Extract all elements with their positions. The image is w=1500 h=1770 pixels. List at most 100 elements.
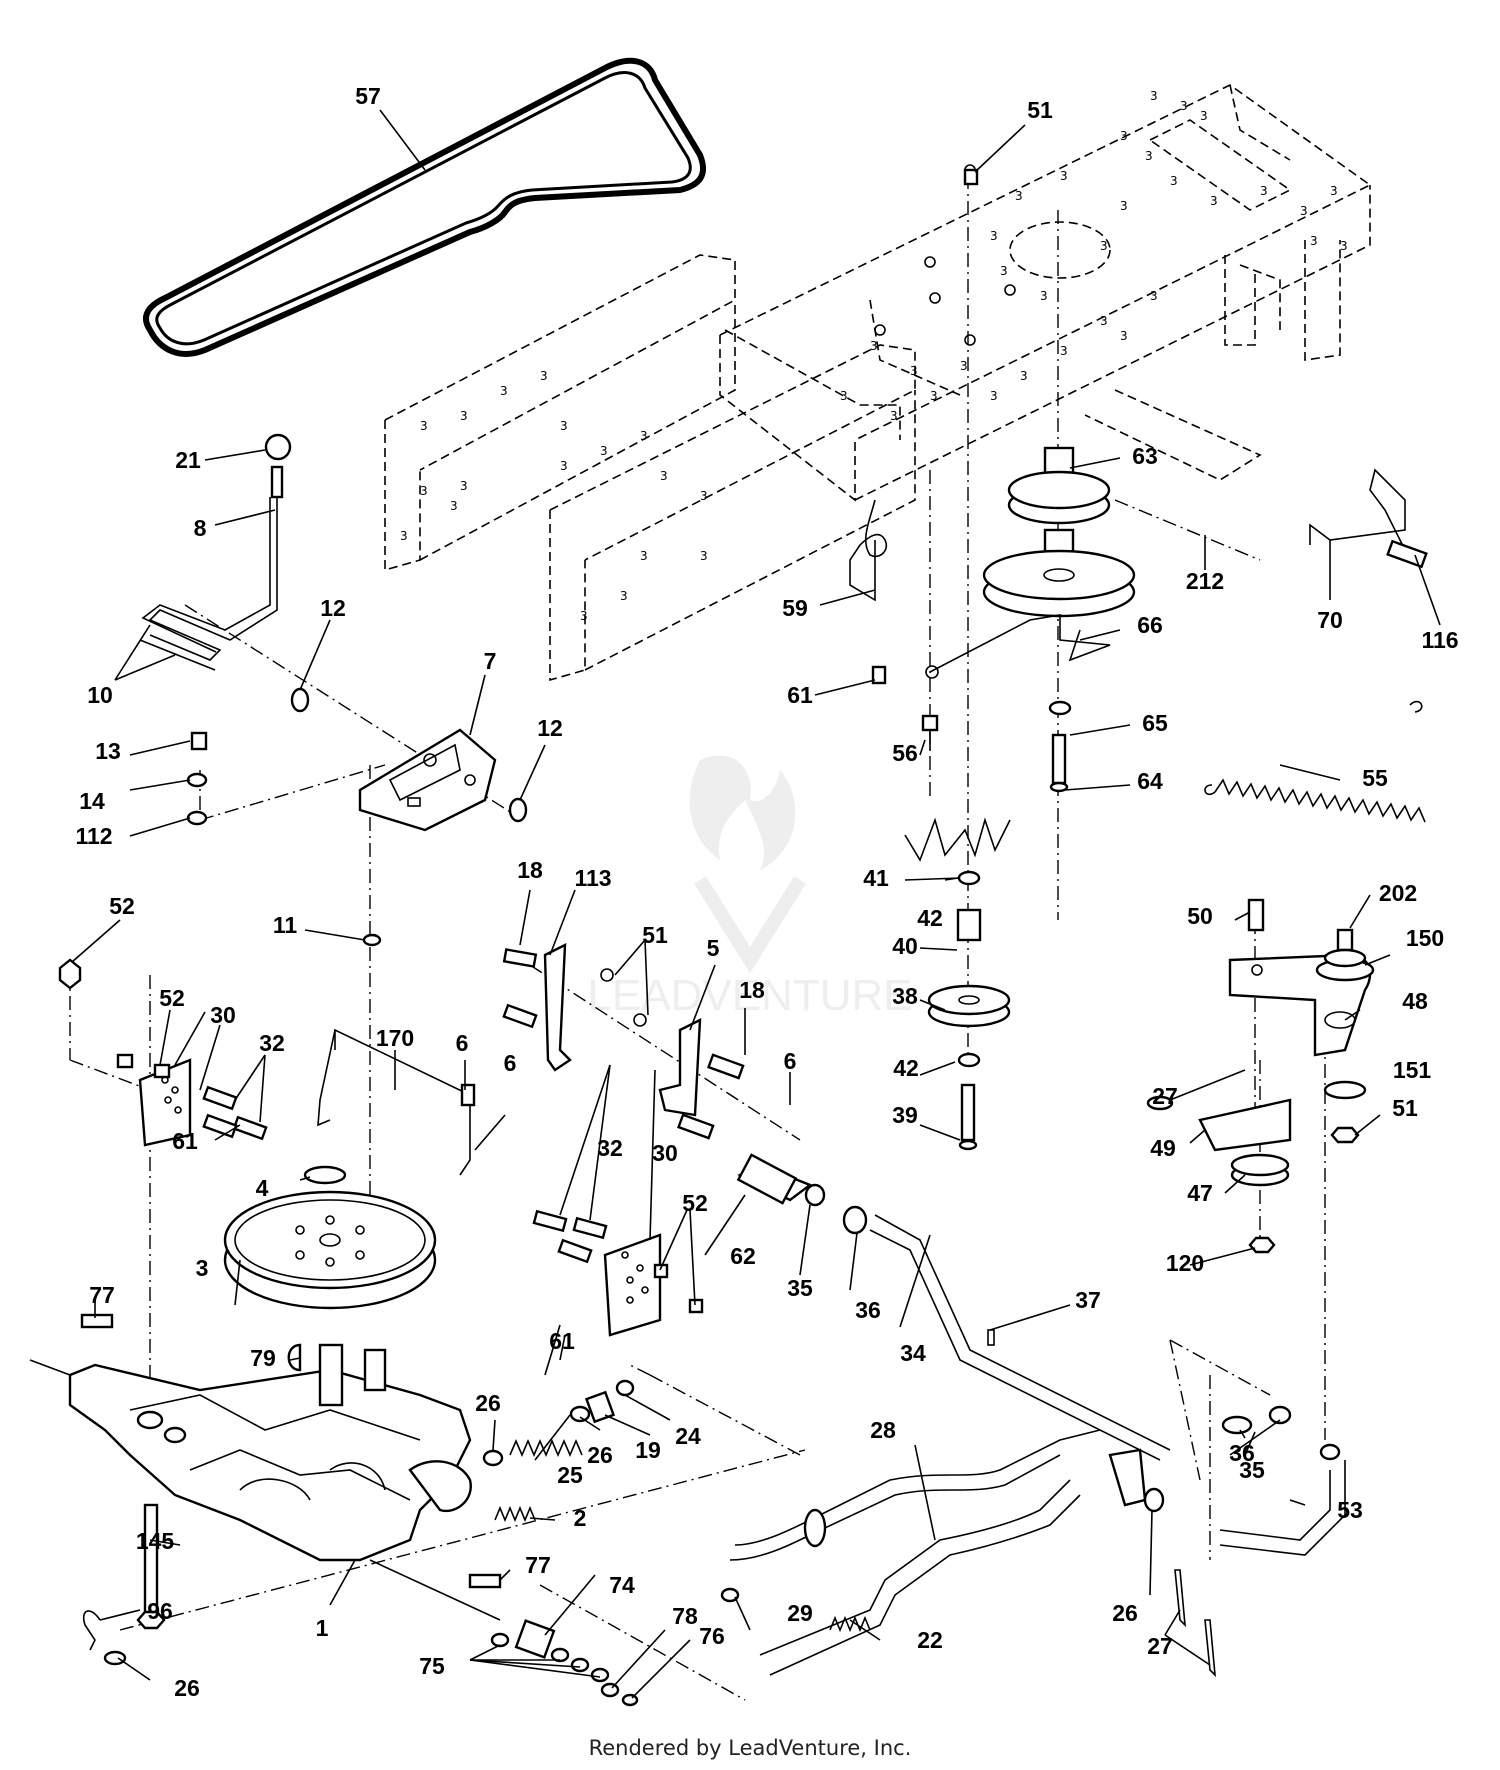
svg-text:3: 3: [1060, 169, 1068, 183]
callout: 41: [863, 865, 889, 891]
svg-text:3: 3: [1150, 289, 1158, 303]
drive-belt: [143, 57, 707, 357]
callout: 70: [1317, 607, 1343, 633]
watermark-text: LEADVENTURE: [587, 971, 912, 1020]
svg-text:3: 3: [600, 444, 608, 458]
svg-text:3: 3: [560, 459, 568, 473]
callout: 36: [855, 1297, 881, 1323]
callout: 170: [376, 1025, 414, 1051]
callout: 42: [917, 905, 943, 931]
svg-text:3: 3: [960, 359, 968, 373]
svg-text:3: 3: [460, 409, 468, 423]
spring-clip: [1309, 468, 1428, 569]
svg-text:3: 3: [840, 389, 848, 403]
callout: 12: [320, 595, 346, 621]
callout: 202: [1379, 880, 1417, 906]
idler-arm-rod: [849, 499, 888, 602]
svg-text:3: 3: [1300, 204, 1308, 218]
callout: 26: [174, 1675, 200, 1701]
svg-text:3: 3: [660, 469, 668, 483]
callout: 25: [557, 1462, 583, 1488]
callout: 38: [892, 983, 918, 1009]
svg-text:3: 3: [640, 549, 648, 563]
svg-text:3: 3: [1340, 239, 1348, 253]
callout: 40: [892, 933, 918, 959]
callout: 61: [549, 1328, 575, 1354]
callout-labels: 57 51 21 8 63 212 59 70 116 12 10 7 66 6…: [75, 83, 1458, 1701]
callout: 62: [730, 1243, 756, 1269]
callout: 18: [517, 857, 543, 883]
callout: 2: [574, 1505, 587, 1531]
svg-text:3: 3: [910, 364, 918, 378]
callout: 57: [355, 83, 381, 109]
callout: 53: [1337, 1497, 1363, 1523]
callout: 39: [892, 1102, 918, 1128]
callout: 11: [273, 912, 298, 938]
svg-text:3: 3: [1120, 129, 1128, 143]
callout: 19: [635, 1437, 661, 1463]
transaxle-pulley: [223, 1165, 437, 1372]
callout: 4: [256, 1175, 269, 1201]
svg-text:3: 3: [1210, 194, 1218, 208]
callout: 74: [609, 1572, 635, 1598]
callout: 32: [597, 1135, 623, 1161]
callout: 35: [1239, 1457, 1265, 1483]
svg-text:3: 3: [580, 609, 588, 623]
svg-text:3: 3: [420, 484, 428, 498]
callout: 28: [870, 1417, 896, 1443]
callout: 64: [1137, 768, 1163, 794]
callout: 59: [782, 595, 808, 621]
bracket-center: [532, 1209, 704, 1337]
svg-text:3: 3: [990, 229, 998, 243]
idler-pulley-spindle: [925, 446, 1136, 679]
spindle-hardware: [871, 665, 1072, 1151]
bracket-113: [502, 943, 647, 1072]
callout: 52: [159, 985, 185, 1011]
callout: 27: [1152, 1083, 1178, 1109]
callout: 7: [484, 648, 497, 674]
callout: 30: [652, 1140, 678, 1166]
callout: 49: [1150, 1135, 1176, 1161]
svg-text:3: 3: [1310, 234, 1318, 248]
footer-credit: Rendered by LeadVenture, Inc.: [588, 1736, 912, 1760]
callout: 50: [1187, 903, 1213, 929]
svg-text:3: 3: [450, 499, 458, 513]
callout: 145: [136, 1528, 175, 1554]
svg-text:3: 3: [1040, 289, 1048, 303]
callout: 48: [1402, 988, 1428, 1014]
callout: 150: [1406, 925, 1444, 951]
callout: 51: [642, 922, 668, 948]
callout: 8: [194, 515, 207, 541]
svg-text:3: 3: [1150, 89, 1158, 103]
svg-text:3: 3: [1060, 344, 1068, 358]
callout: 6: [504, 1050, 517, 1076]
svg-text:3: 3: [420, 419, 428, 433]
clutch-rod: [317, 1028, 476, 1176]
callout: 35: [787, 1275, 813, 1301]
callout: 52: [682, 1190, 708, 1216]
callout: 78: [672, 1603, 698, 1629]
svg-text:3: 3: [930, 389, 938, 403]
callout: 36: [1229, 1440, 1255, 1466]
callout: 30: [210, 1002, 236, 1028]
svg-text:3: 3: [890, 409, 898, 423]
callout: 120: [1166, 1250, 1204, 1276]
callout: 14: [79, 788, 105, 814]
callout: 66: [1137, 612, 1163, 638]
svg-text:3: 3: [870, 339, 878, 353]
callout: 112: [75, 823, 112, 849]
svg-text:3: 3: [460, 479, 468, 493]
callout: 22: [917, 1627, 943, 1653]
transaxle-spring-parts: [80, 1313, 635, 1666]
callout: 32: [259, 1030, 285, 1056]
callout: 113: [574, 865, 611, 891]
callout: 52: [109, 893, 135, 919]
svg-text:3: 3: [1145, 149, 1153, 163]
callout: 77: [525, 1552, 551, 1578]
callout: 79: [250, 1345, 276, 1371]
watermark-logo: LEADVENTURE: [587, 755, 913, 1020]
callout: 27: [1147, 1633, 1173, 1659]
callout: 12: [537, 715, 563, 741]
callout: 76: [699, 1623, 725, 1649]
callout: 37: [1075, 1287, 1101, 1313]
